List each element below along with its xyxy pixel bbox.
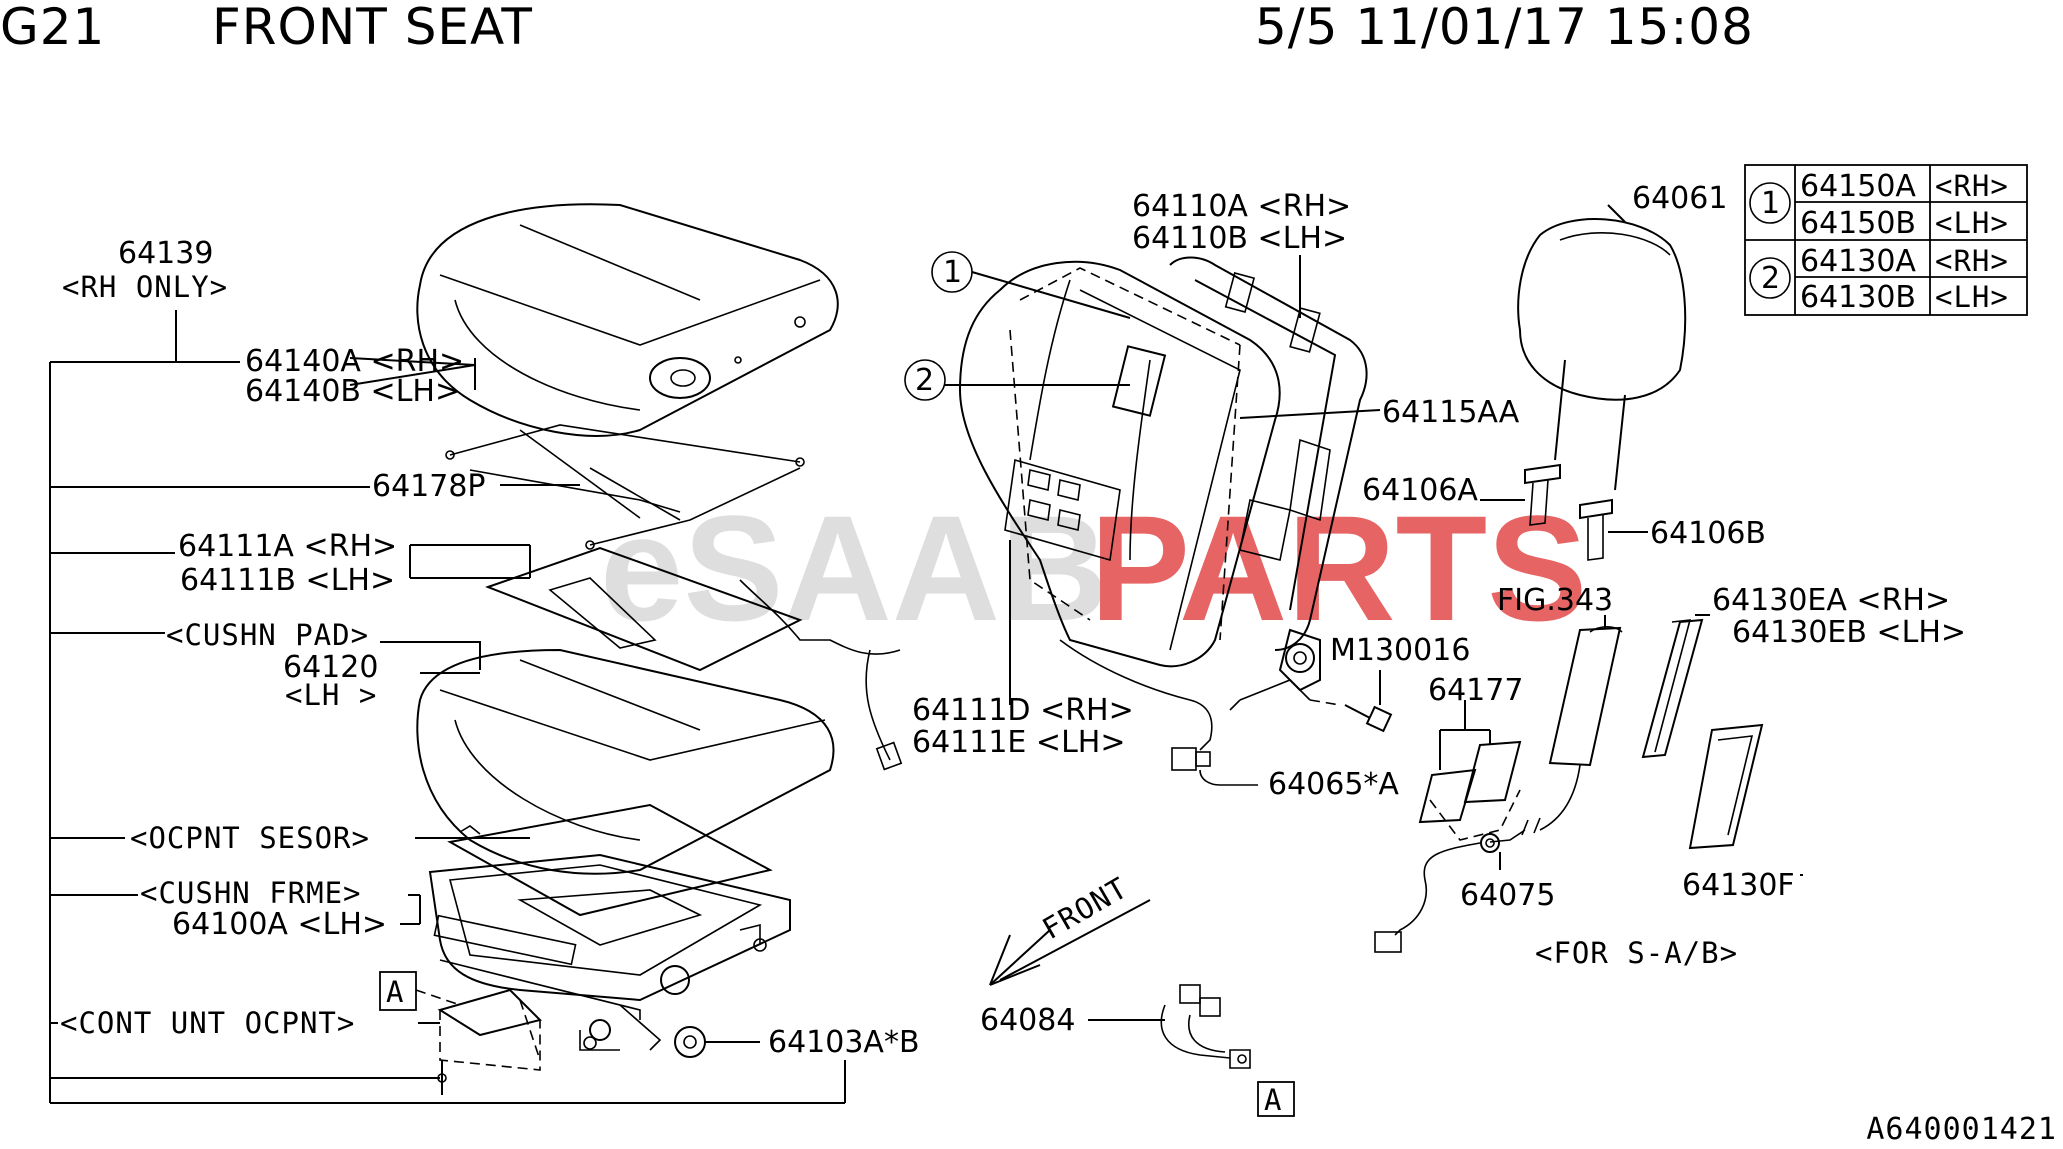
label-cushn-frme: <CUSHN FRME> — [140, 876, 362, 910]
label-ocpnt-sesor: <OCPNT SESOR> — [130, 821, 370, 855]
label-64100a: 64100A <LH> — [172, 907, 387, 942]
airbag-parts: 64177 64075 FIG.343 64130EA <RH> 64130EB… — [1374, 583, 1966, 970]
label-64106a: 64106A — [1362, 473, 1478, 508]
occupant-sensor — [415, 803, 773, 917]
table-part-0: 64150A — [1800, 169, 1916, 204]
harness-64084: A 64084 — [980, 984, 1295, 1117]
seat-back-callouts: 1 2 — [904, 251, 1381, 705]
seat-wires-64178p — [445, 424, 805, 550]
label-64065a: 64065*A — [1268, 767, 1399, 802]
front-arrow: FRONT — [989, 870, 1151, 986]
table-side-2: <RH> — [1935, 244, 2009, 278]
control-unit: A — [379, 971, 542, 1095]
label-64106b: 64106B — [1650, 516, 1766, 551]
table-part-1: 64150B — [1800, 206, 1916, 241]
label-64115aa: 64115AA — [1382, 395, 1520, 430]
label-cont-unt: <CONT UNT OCPNT> — [60, 1006, 355, 1040]
label-64178p: 64178P — [372, 469, 486, 504]
page-title: FRONT SEAT — [212, 0, 533, 56]
label-64177: 64177 — [1428, 673, 1523, 708]
center-labels: 64110A <RH> 64110B <LH> 64115AA 64106A M… — [912, 189, 1520, 802]
label-64130eb: 64130EB <LH> — [1732, 615, 1966, 650]
label-64111e: 64111E <LH> — [912, 725, 1125, 760]
label-fig343: FIG.343 — [1497, 583, 1613, 618]
page-meta: 5/5 11/01/17 15:08 — [1255, 0, 1754, 56]
label-64140b: 64140B <LH> — [245, 374, 460, 409]
label-lh: <LH > — [285, 678, 377, 712]
box-a-left-label: A — [386, 975, 404, 1009]
left-bracket-tree — [49, 310, 846, 1104]
table-circle-2: 2 — [1761, 261, 1780, 296]
watermark-text-1: eSAAB — [600, 484, 1108, 652]
left-labels: 64139 <RH ONLY> 64140A <RH> 64140B <LH> … — [60, 236, 920, 1060]
cushion-frame — [400, 853, 791, 1058]
callout-2: 2 — [915, 363, 934, 398]
label-64140a: 64140A <RH> — [245, 344, 464, 379]
seat-heater-pad — [409, 544, 903, 771]
headrest: 64061 64106B — [1480, 181, 1766, 561]
label-for-sab: <FOR S-A/B> — [1535, 936, 1738, 970]
label-rh-only: <RH ONLY> — [62, 270, 228, 304]
label-64111d: 64111D <RH> — [912, 693, 1134, 728]
label-64130ea: 64130EA <RH> — [1712, 583, 1950, 618]
label-cushn-pad: <CUSHN PAD> — [166, 618, 369, 652]
seat-cushion-cover — [349, 203, 839, 437]
callout-1: 1 — [943, 255, 962, 290]
group-code: G21 — [0, 0, 106, 56]
callout-circle-2 — [904, 359, 946, 401]
label-64084: 64084 — [980, 1003, 1075, 1038]
table-part-2: 64130A — [1800, 244, 1916, 279]
label-64111a: 64111A <RH> — [178, 529, 397, 564]
table-side-1: <LH> — [1935, 206, 2009, 240]
label-64103ab: 64103A*B — [768, 1025, 920, 1060]
table-circle-1: 1 — [1761, 186, 1780, 221]
label-64139: 64139 — [118, 236, 213, 271]
parts-table: 1 2 64150A <RH> 64150B <LH> 64130A <RH> … — [1744, 164, 2028, 316]
box-a-right — [1257, 1081, 1295, 1117]
box-a-left — [379, 971, 417, 1011]
label-64075: 64075 — [1460, 878, 1555, 913]
box-a-right-label: A — [1264, 1083, 1282, 1117]
label-64111b: 64111B <LH> — [180, 563, 395, 598]
watermark-text-2: PARTS — [1090, 484, 1587, 652]
table-side-0: <RH> — [1935, 169, 2009, 203]
seat-back — [958, 256, 1393, 786]
label-64120: 64120 — [283, 650, 378, 685]
label-64110a: 64110A <RH> — [1132, 189, 1351, 224]
label-m130016: M130016 — [1330, 633, 1470, 668]
label-64110b: 64110B <LH> — [1132, 221, 1347, 256]
label-64061: 64061 — [1632, 181, 1727, 216]
table-part-3: 64130B — [1800, 280, 1916, 315]
label-64130f: 64130F — [1682, 868, 1795, 903]
drawing-code: A640001421 — [1866, 1112, 2057, 1147]
table-side-3: <LH> — [1935, 280, 2009, 314]
cushion-pad — [380, 641, 835, 875]
watermark: eSAAB PARTS — [600, 484, 1587, 652]
